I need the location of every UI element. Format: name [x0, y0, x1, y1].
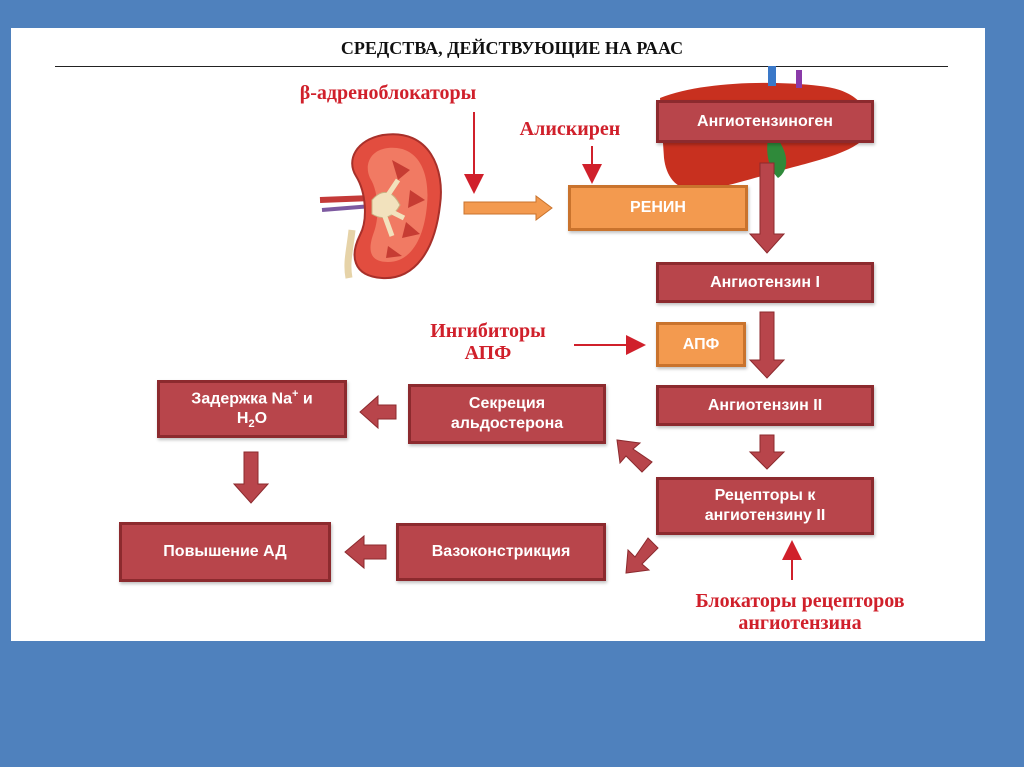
retention-box-line2: H2O: [237, 409, 267, 434]
title-divider: [55, 66, 948, 67]
ace-inhibitors-label-line2: АПФ: [464, 342, 512, 364]
slide-title: СРЕДСТВА, ДЕЙСТВУЮЩИЕ НА РААС: [340, 38, 684, 58]
receptors-box-line2: ангиотензину II: [704, 507, 826, 524]
retention-na-charge: +: [291, 387, 299, 400]
retention-o: O: [254, 410, 268, 428]
aldosterone-box-line2: альдостерона: [450, 415, 564, 432]
beta-blockers-label: β-адреноблокаторы: [299, 82, 477, 104]
retention-box-line1: Задержка Na+ и: [191, 384, 312, 409]
aldosterone-box-line1: Секреция: [468, 395, 546, 412]
ace-box: АПФ: [656, 322, 746, 367]
angiotensinogen-box: Ангиотензиноген: [656, 100, 874, 143]
ace-inhibitors-label: Ингибиторы АПФ: [402, 320, 574, 364]
receptors-box-line1: Рецепторы к: [714, 487, 816, 504]
aldosterone-box: Секреция альдостерона: [408, 384, 606, 444]
retention-h-count: 2: [248, 418, 255, 431]
aliskiren-label: Алискирен: [519, 118, 621, 140]
bp-increase-box: Повышение АД: [119, 522, 331, 582]
angiotensin2-box: Ангиотензин II: [656, 385, 874, 426]
arb-label-line1: Блокаторы рецепторов: [695, 590, 905, 612]
arb-label-line2: ангиотензина: [738, 612, 862, 634]
angiotensin1-box: Ангиотензин I: [656, 262, 874, 303]
retention-h: H: [236, 410, 249, 428]
ace-inhibitors-label-line1: Ингибиторы: [430, 320, 546, 342]
retention-na: Задержка Na: [191, 390, 292, 408]
receptors-box: Рецепторы к ангиотензину II: [656, 477, 874, 535]
retention-box: Задержка Na+ и H2O: [157, 380, 347, 438]
renin-box: РЕНИН: [568, 185, 748, 231]
retention-and: и: [298, 390, 313, 408]
vasoconstriction-box: Вазоконстрикция: [396, 523, 606, 581]
arb-label: Блокаторы рецепторов ангиотензина: [652, 590, 948, 634]
